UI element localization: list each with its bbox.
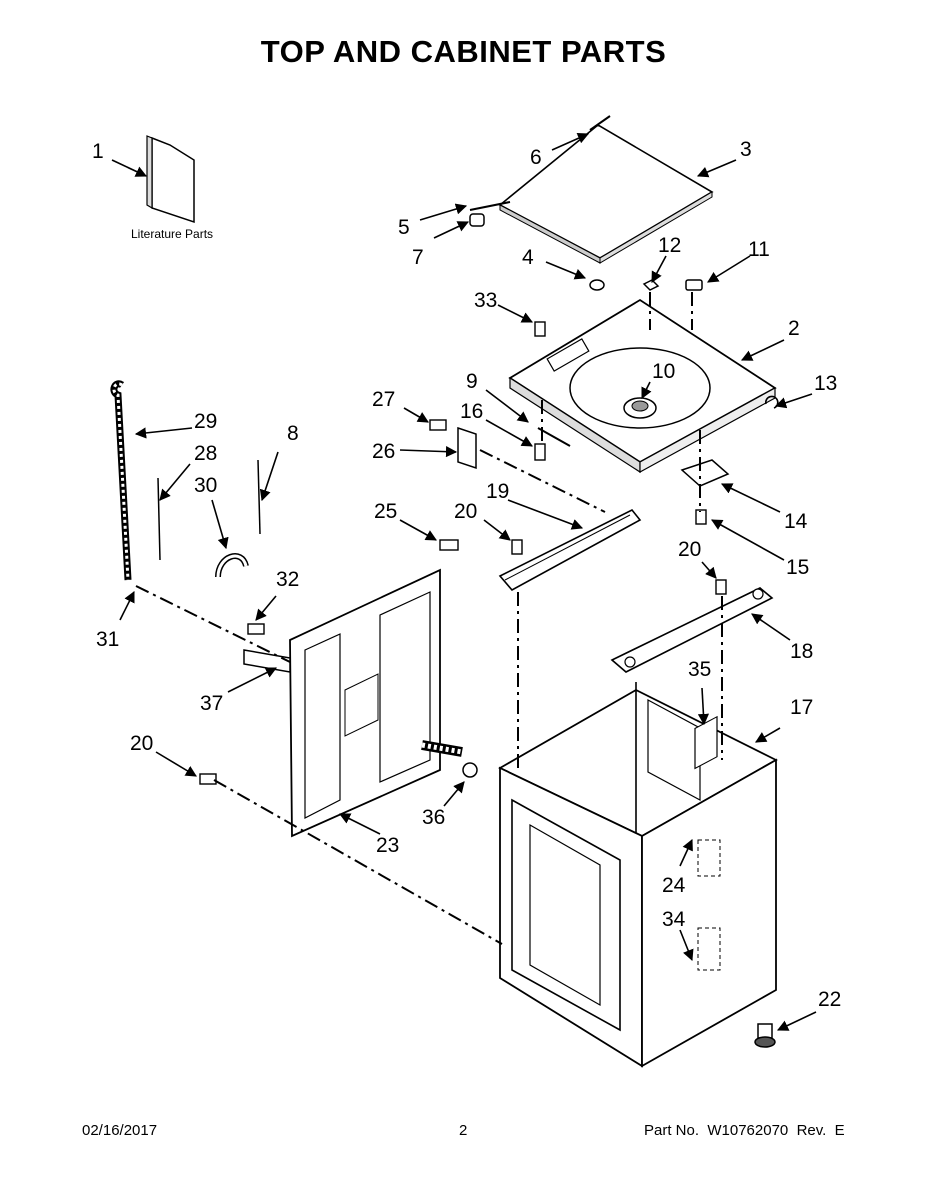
callout-18: 18 xyxy=(790,640,813,663)
callout-8: 8 xyxy=(287,422,299,445)
cabinet xyxy=(498,682,778,1068)
callout-20-b: 20 xyxy=(678,538,701,561)
footer-date: 02/16/2017 xyxy=(82,1122,158,1139)
callout-9: 9 xyxy=(466,370,478,393)
rear-support-bar xyxy=(610,579,774,673)
callout-11: 11 xyxy=(748,238,770,261)
callout-25: 25 xyxy=(374,500,397,523)
callout-19: 19 xyxy=(486,480,509,503)
callout-34: 34 xyxy=(662,908,686,931)
callout-17: 17 xyxy=(790,696,813,719)
rear-panel xyxy=(199,568,478,838)
callout-36: 36 xyxy=(422,806,445,829)
footer-part-number: Part No. W10762070 Rev. E xyxy=(644,1122,845,1139)
assembly-guide-lines xyxy=(135,292,723,945)
side-bracket xyxy=(429,419,477,470)
callout-2: 2 xyxy=(788,317,800,340)
callout-20-c: 20 xyxy=(130,732,153,755)
callout-32: 32 xyxy=(276,568,299,591)
callout-29: 29 xyxy=(194,410,217,433)
top-cover xyxy=(508,298,777,474)
callout-23: 23 xyxy=(376,834,399,857)
callout-6: 6 xyxy=(530,146,542,169)
callout-12: 12 xyxy=(658,234,681,257)
callout-numbers: 1 2 3 4 5 6 7 8 9 10 11 12 13 14 15 16 1… xyxy=(92,138,841,1011)
callout-1: 1 xyxy=(92,140,104,163)
literature-parts-booklet: Literature Parts xyxy=(131,135,213,241)
callout-7: 7 xyxy=(412,246,424,269)
top-lid xyxy=(469,115,714,291)
callout-30: 30 xyxy=(194,474,217,497)
callout-13: 13 xyxy=(814,372,837,395)
literature-parts-label: Literature Parts xyxy=(131,227,213,241)
hoses-and-cords xyxy=(110,380,261,581)
callout-14: 14 xyxy=(784,510,808,533)
callout-26: 26 xyxy=(372,440,395,463)
callout-10: 10 xyxy=(652,360,675,383)
callout-37: 37 xyxy=(200,692,223,715)
callout-5: 5 xyxy=(398,216,410,239)
callout-16: 16 xyxy=(460,400,483,423)
callout-3: 3 xyxy=(740,138,752,161)
callout-15: 15 xyxy=(786,556,809,579)
callout-22: 22 xyxy=(818,988,841,1011)
page-title: TOP AND CABINET PARTS xyxy=(260,34,667,69)
callout-24: 24 xyxy=(662,874,686,897)
callout-leaders xyxy=(111,132,817,1031)
front-support-bar xyxy=(439,508,642,592)
callout-28: 28 xyxy=(194,442,217,465)
callout-33: 33 xyxy=(474,289,497,312)
callout-20-a: 20 xyxy=(454,500,477,523)
callout-31: 31 xyxy=(96,628,119,651)
small-hardware xyxy=(534,279,779,525)
callout-4: 4 xyxy=(522,246,534,269)
footer-page-number: 2 xyxy=(459,1122,468,1139)
callout-27: 27 xyxy=(372,388,395,411)
callout-35: 35 xyxy=(688,658,711,681)
